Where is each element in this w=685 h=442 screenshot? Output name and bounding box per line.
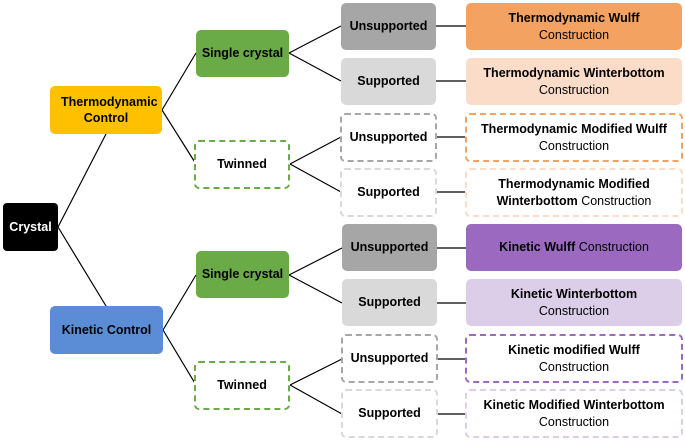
support-node-5: Unsupported <box>342 224 437 271</box>
construction-node-kinetic-wulff: Kinetic Wulff Construction <box>466 224 682 271</box>
support-node-7: Unsupported <box>341 334 438 383</box>
root-node-crystal: Crystal <box>3 203 58 251</box>
morph-node-kinetic-single: Single crystal <box>196 251 289 298</box>
construction-node-thermo-modified-winterbottom: Thermodynamic Modified Winterbottom Cons… <box>465 168 683 217</box>
support-node-6: Supported <box>342 279 437 326</box>
support-node-4: Supported <box>340 168 437 217</box>
control-node-kinetic: Kinetic Control <box>50 306 163 354</box>
morph-node-thermo-twinned: Twinned <box>194 140 290 189</box>
control-node-thermodynamic: Thermodynamic Control <box>50 86 162 134</box>
support-node-8: Supported <box>341 389 438 438</box>
support-node-3: Unsupported <box>340 113 437 162</box>
support-node-2: Supported <box>341 58 436 105</box>
morph-node-kinetic-twinned: Twinned <box>194 361 290 410</box>
support-node-1: Unsupported <box>341 3 436 50</box>
morph-node-thermo-single: Single crystal <box>196 30 289 77</box>
